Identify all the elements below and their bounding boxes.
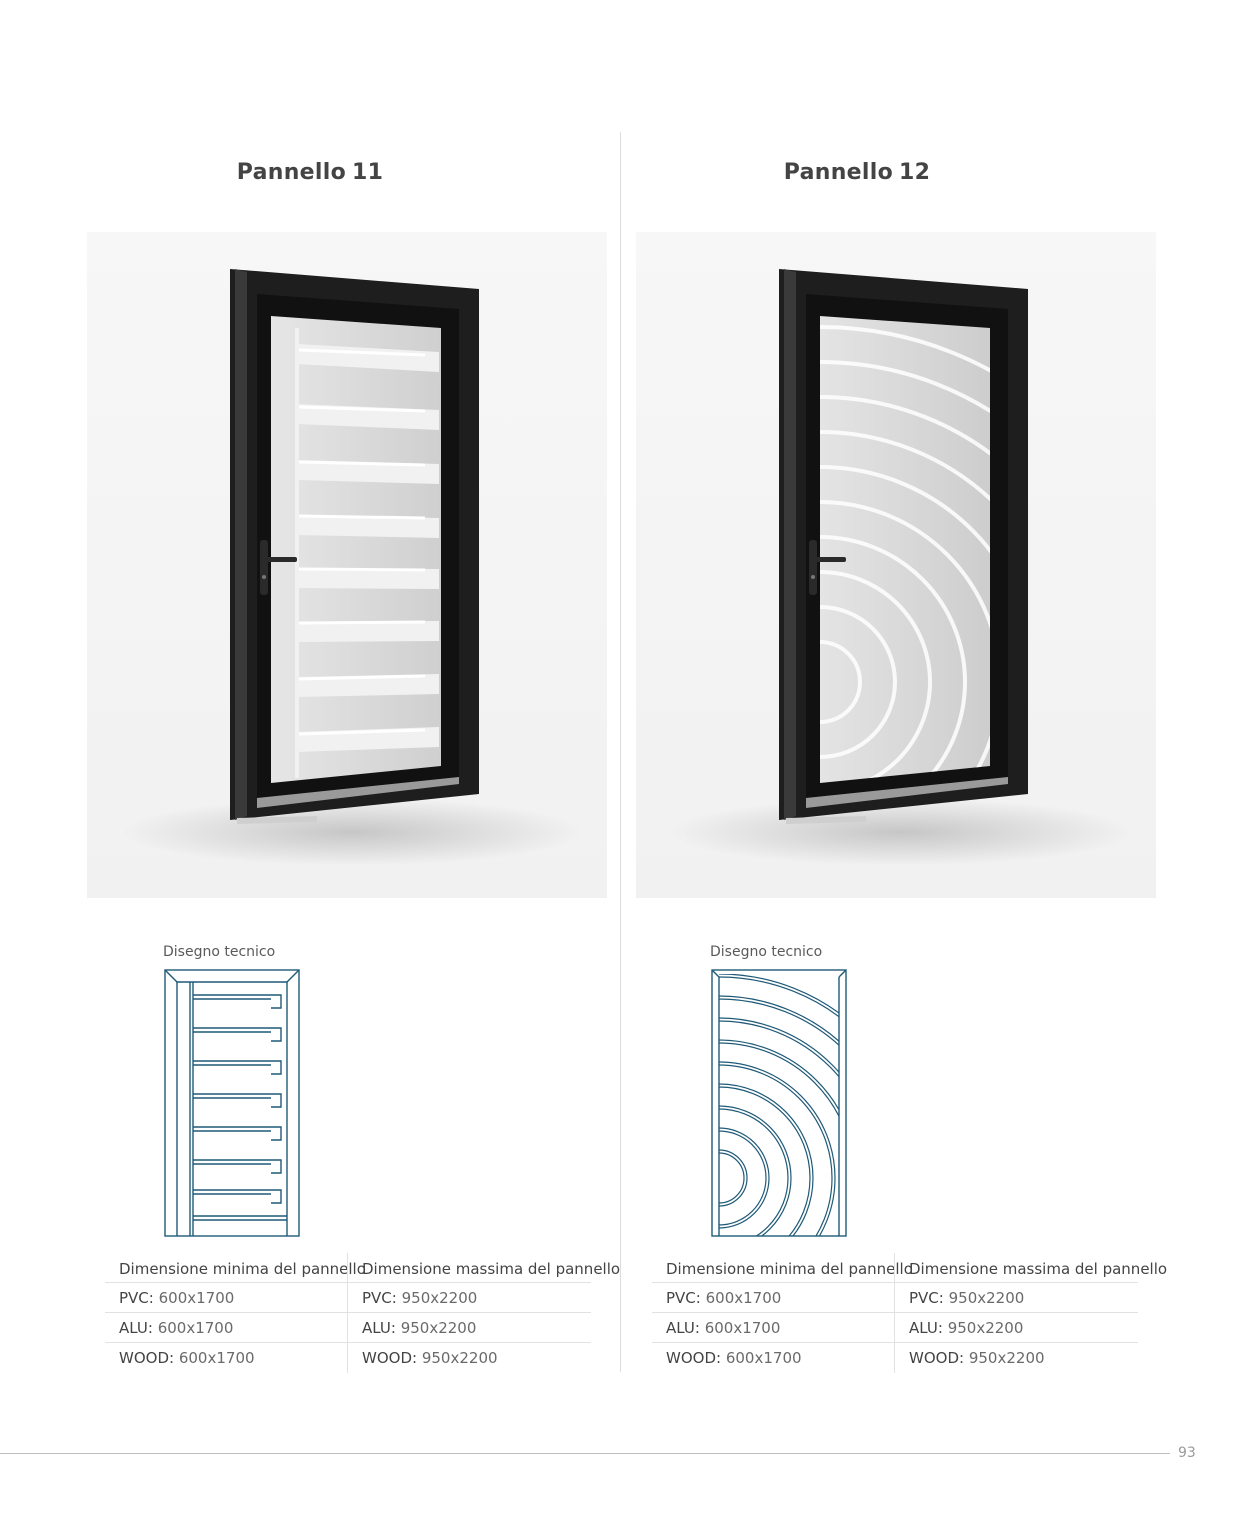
table-row: WOOD: 600x1700 WOOD: 950x2200 <box>652 1343 1138 1373</box>
door-photo <box>636 232 1156 898</box>
table-header: Dimensione minima del pannello Dimension… <box>105 1253 620 1283</box>
dimension-value: 600x1700 <box>178 1349 255 1367</box>
dimension-value: 950x2200 <box>400 1319 477 1337</box>
material-label: PVC: <box>909 1289 944 1307</box>
table-row: ALU: 600x1700 ALU: 950x2200 <box>652 1313 1138 1343</box>
header-max: Dimensione massima del pannello <box>894 1253 1167 1282</box>
dimensions-table: Dimensione minima del pannello Dimension… <box>105 1253 620 1373</box>
header-min: Dimensione minima del pannello <box>119 1260 366 1278</box>
max-cell: PVC: 950x2200 <box>347 1283 589 1312</box>
table-row: WOOD: 600x1700 WOOD: 950x2200 <box>105 1343 591 1373</box>
min-cell: ALU: 600x1700 <box>105 1313 347 1342</box>
dimension-value: 600x1700 <box>158 1289 235 1307</box>
table-header: Dimensione minima del pannello Dimension… <box>652 1253 1167 1283</box>
dimension-value: 950x2200 <box>968 1349 1045 1367</box>
dimension-value: 950x2200 <box>947 1319 1024 1337</box>
dimension-value: 600x1700 <box>705 1289 782 1307</box>
material-label: ALU: <box>666 1319 700 1337</box>
header-min: Dimensione minima del pannello <box>666 1260 913 1278</box>
dimension-value: 950x2200 <box>948 1289 1025 1307</box>
material-label: ALU: <box>362 1319 396 1337</box>
dimension-value: 950x2200 <box>421 1349 498 1367</box>
header-max: Dimensione massima del pannello <box>347 1253 620 1282</box>
material-label: WOOD: <box>362 1349 418 1367</box>
technical-drawing <box>711 969 847 1237</box>
door-photo <box>87 232 607 898</box>
material-label: WOOD: <box>119 1349 175 1367</box>
max-cell: WOOD: 950x2200 <box>347 1343 589 1373</box>
column-divider <box>620 132 621 1372</box>
min-cell: PVC: 600x1700 <box>652 1283 894 1312</box>
table-row: PVC: 600x1700 PVC: 950x2200 <box>652 1283 1138 1313</box>
page-number: 93 <box>1178 1445 1196 1461</box>
max-cell: WOOD: 950x2200 <box>894 1343 1136 1373</box>
material-label: ALU: <box>909 1319 943 1337</box>
title-number: 11 <box>352 160 384 185</box>
min-cell: WOOD: 600x1700 <box>105 1343 347 1373</box>
max-cell: PVC: 950x2200 <box>894 1283 1136 1312</box>
material-label: PVC: <box>362 1289 397 1307</box>
dimensions-table: Dimensione minima del pannello Dimension… <box>652 1253 1167 1373</box>
technical-drawing <box>164 969 300 1237</box>
table-row: PVC: 600x1700 PVC: 950x2200 <box>105 1283 591 1313</box>
dimension-value: 600x1700 <box>704 1319 781 1337</box>
dimension-value: 600x1700 <box>725 1349 802 1367</box>
drawing-label: Disegno tecnico <box>710 944 823 960</box>
min-cell: PVC: 600x1700 <box>105 1283 347 1312</box>
material-label: ALU: <box>119 1319 153 1337</box>
max-cell: ALU: 950x2200 <box>347 1313 589 1342</box>
title-prefix: Pannello <box>236 160 346 185</box>
material-label: PVC: <box>666 1289 701 1307</box>
table-row: ALU: 600x1700 ALU: 950x2200 <box>105 1313 591 1343</box>
material-label: PVC: <box>119 1289 154 1307</box>
title-prefix: Pannello <box>783 160 893 185</box>
drawing-label: Disegno tecnico <box>163 944 276 960</box>
footer-rule <box>0 1453 1170 1454</box>
max-cell: ALU: 950x2200 <box>894 1313 1136 1342</box>
material-label: WOOD: <box>909 1349 965 1367</box>
dimension-value: 600x1700 <box>157 1319 234 1337</box>
dimension-value: 950x2200 <box>401 1289 478 1307</box>
title-number: 12 <box>899 160 931 185</box>
material-label: WOOD: <box>666 1349 722 1367</box>
min-cell: ALU: 600x1700 <box>652 1313 894 1342</box>
min-cell: WOOD: 600x1700 <box>652 1343 894 1373</box>
